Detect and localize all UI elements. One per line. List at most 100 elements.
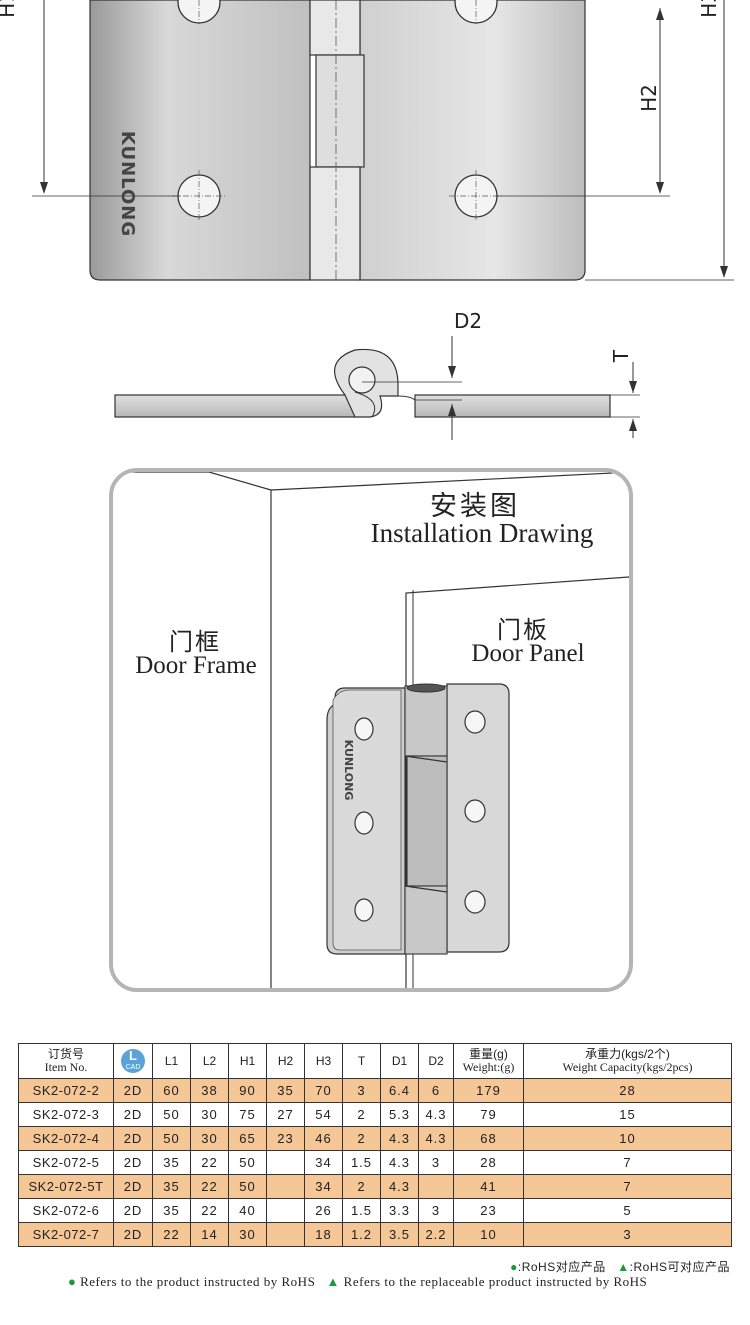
cell-l2: 30	[190, 1126, 229, 1151]
cell-t: 2	[342, 1174, 381, 1199]
hinge-side-view: D2 T	[114, 309, 640, 440]
install-title-cn: 安装图	[430, 491, 520, 521]
table-row: SK2-072-7 2D 22 14 30 18 1.2 3.5 2.2 10 …	[18, 1222, 732, 1247]
cell-l2: 22	[190, 1198, 229, 1223]
cell-t: 2	[342, 1102, 381, 1127]
header-h3: H3	[304, 1043, 343, 1079]
cell-capacity: 7	[523, 1150, 732, 1175]
cell-weight: 79	[453, 1102, 524, 1127]
cell-cad[interactable]: 2D	[113, 1078, 153, 1103]
cell-capacity: 7	[523, 1174, 732, 1199]
installation-panel: KUNLONG 安装图 Installation Drawing 门框 Door…	[109, 468, 633, 992]
cell-d2	[418, 1174, 454, 1199]
install-title-en: Installation Drawing	[370, 518, 594, 548]
cell-h1: 30	[228, 1222, 267, 1247]
header-h1: H1	[228, 1043, 267, 1079]
cell-l2: 30	[190, 1102, 229, 1127]
cell-weight: 10	[453, 1222, 524, 1247]
cell-l1: 60	[152, 1078, 191, 1103]
cell-d1: 6.4	[380, 1078, 419, 1103]
cell-h1: 90	[228, 1078, 267, 1103]
cell-item: SK2-072-6	[18, 1198, 114, 1223]
cell-h1: 65	[228, 1126, 267, 1151]
cell-l1: 50	[152, 1126, 191, 1151]
cell-h3: 54	[304, 1102, 343, 1127]
cell-item: SK2-072-7	[18, 1222, 114, 1247]
cell-d2: 4.3	[418, 1126, 454, 1151]
cell-t: 1.2	[342, 1222, 381, 1247]
brand-logo: KUNLONG	[117, 131, 138, 237]
cell-h1: 50	[228, 1174, 267, 1199]
cell-d1: 4.3	[380, 1150, 419, 1175]
install-brand-logo: KUNLONG	[342, 740, 355, 801]
cell-l2: 38	[190, 1078, 229, 1103]
cell-h1: 75	[228, 1102, 267, 1127]
legend-en: ● Refers to the product instructed by Ro…	[68, 1274, 648, 1289]
cell-d2: 6	[418, 1078, 454, 1103]
cell-l1: 22	[152, 1222, 191, 1247]
cell-h1: 50	[228, 1150, 267, 1175]
cell-item: SK2-072-5	[18, 1150, 114, 1175]
cell-capacity: 15	[523, 1102, 732, 1127]
table-row: SK2-072-3 2D 50 30 75 27 54 2 5.3 4.3 79…	[18, 1102, 732, 1127]
cell-d2: 3	[418, 1150, 454, 1175]
cell-h2	[266, 1198, 305, 1223]
cell-weight: 28	[453, 1150, 524, 1175]
door-panel-cn: 门板	[497, 617, 549, 644]
dim-h3-label: H3	[697, 0, 721, 18]
table-row: SK2-072-6 2D 35 22 40 26 1.5 3.3 3 23 5	[18, 1198, 732, 1223]
cell-weight: 179	[453, 1078, 524, 1103]
header-d2: D2	[418, 1043, 454, 1079]
cell-d1: 3.3	[380, 1198, 419, 1223]
cell-d1: 4.3	[380, 1174, 419, 1199]
table-row: SK2-072-5 2D 35 22 50 34 1.5 4.3 3 28 7	[18, 1150, 732, 1175]
cell-cad[interactable]: 2D	[113, 1198, 153, 1223]
cell-d2: 4.3	[418, 1102, 454, 1127]
rohs-dot-icon: ●	[510, 1260, 518, 1274]
header-weight: 重量(g)Weight:(g)	[453, 1043, 524, 1079]
cell-d1: 4.3	[380, 1126, 419, 1151]
cell-h3: 70	[304, 1078, 343, 1103]
cell-weight: 41	[453, 1174, 524, 1199]
header-l1: L1	[152, 1043, 191, 1079]
cell-h2	[266, 1150, 305, 1175]
cell-h2: 23	[266, 1126, 305, 1151]
cell-h2	[266, 1174, 305, 1199]
dim-h1-label: H1	[0, 0, 19, 18]
rohs-triangle-icon: ▲	[326, 1274, 340, 1289]
door-panel-en: Door Panel	[471, 640, 585, 667]
hinge-front-view: KUNLONG H1 H2 H3	[0, 0, 734, 281]
cell-cad[interactable]: 2D	[113, 1150, 153, 1175]
header-capacity: 承重力(kgs/2个)Weight Capacity(kgs/2pcs)	[523, 1043, 732, 1079]
cell-l2: 22	[190, 1174, 229, 1199]
cell-item: SK2-072-2	[18, 1078, 114, 1103]
cell-d1: 3.5	[380, 1222, 419, 1247]
header-d1: D1	[380, 1043, 419, 1079]
cell-cad[interactable]: 2D	[113, 1174, 153, 1199]
cell-t: 3	[342, 1078, 381, 1103]
cell-item: SK2-072-5T	[18, 1174, 114, 1199]
cell-item: SK2-072-3	[18, 1102, 114, 1127]
cell-h2	[266, 1222, 305, 1247]
cell-cad[interactable]: 2D	[113, 1222, 153, 1247]
cell-l1: 35	[152, 1198, 191, 1223]
cell-h3: 34	[304, 1174, 343, 1199]
left-leaf	[89, 0, 311, 281]
cell-h3: 46	[304, 1126, 343, 1151]
dim-d2-label: D2	[454, 309, 482, 333]
cell-cad[interactable]: 2D	[113, 1126, 153, 1151]
cell-l1: 50	[152, 1102, 191, 1127]
cell-t: 1.5	[342, 1198, 381, 1223]
cell-d1: 5.3	[380, 1102, 419, 1127]
header-t: T	[342, 1043, 381, 1079]
cell-cad[interactable]: 2D	[113, 1102, 153, 1127]
cell-weight: 23	[453, 1198, 524, 1223]
header-h2: H2	[266, 1043, 305, 1079]
cell-h3: 26	[304, 1198, 343, 1223]
cell-l2: 14	[190, 1222, 229, 1247]
right-leaf	[359, 0, 586, 281]
